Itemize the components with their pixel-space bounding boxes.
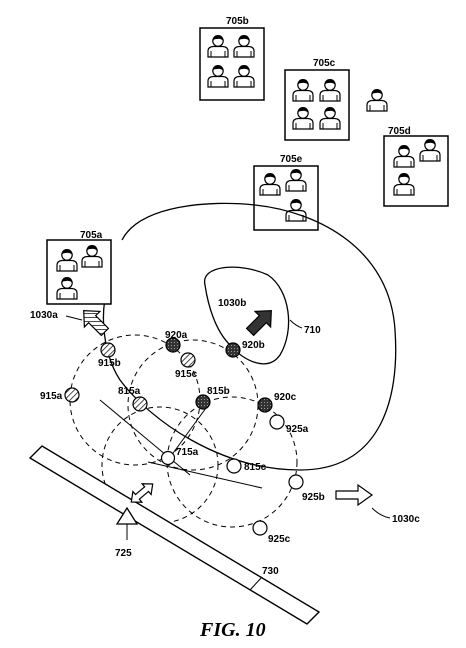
svg-text:915b: 915b	[98, 358, 121, 369]
group-705d: 705d	[384, 126, 448, 206]
arrow-1030b-label: 1030b	[218, 298, 246, 309]
node-920c: 920c	[258, 392, 297, 412]
svg-text:925a: 925a	[286, 424, 309, 435]
group-705b: 705b	[200, 16, 264, 100]
figure-caption: FIG. 10	[199, 619, 266, 641]
node-925a: 925a	[270, 415, 309, 435]
svg-text:920c: 920c	[274, 392, 297, 403]
zone-710-label: 710	[304, 325, 321, 336]
node-920a: 920a	[165, 330, 188, 352]
svg-text:925c: 925c	[268, 534, 291, 545]
node-915c: 915c	[175, 353, 198, 380]
svg-text:815b: 815b	[207, 386, 230, 397]
svg-text:715a: 715a	[176, 447, 199, 458]
svg-text:915a: 915a	[40, 391, 63, 402]
arrow-1030a-label: 1030a	[30, 310, 58, 321]
arrow-1030c-label: 1030c	[392, 514, 420, 525]
wall-730-label: 730	[262, 566, 279, 577]
node-920b: 920b	[226, 340, 265, 357]
group-705a-label: 705a	[80, 230, 103, 241]
group-705a: 705a	[47, 230, 111, 304]
group-705e: 705e	[254, 154, 318, 230]
node-925c: 925c	[253, 521, 291, 545]
node-915b: 915b	[98, 343, 121, 369]
group-705d-label: 705d	[388, 126, 411, 137]
group-705c: 705c	[285, 58, 349, 140]
node-815c: 815c	[227, 459, 267, 473]
node-715a: 715a	[162, 447, 199, 465]
group-705e-label: 705e	[280, 154, 303, 165]
node-815a: 815a	[118, 386, 147, 411]
node-925b: 925b	[289, 475, 325, 503]
zone-710-leader	[290, 320, 302, 328]
svg-text:920a: 920a	[165, 330, 188, 341]
arrow-1030b-icon	[242, 303, 279, 340]
coverage-loop	[103, 203, 395, 470]
group-705c-label: 705c	[313, 58, 336, 69]
arrow-1030c-icon	[336, 485, 372, 505]
svg-text:920b: 920b	[242, 340, 265, 351]
node-915a: 915a	[40, 388, 79, 402]
svg-text:925b: 925b	[302, 492, 325, 503]
lone-person-icon	[367, 89, 387, 111]
svg-text:915c: 915c	[175, 369, 198, 380]
svg-text:815a: 815a	[118, 386, 141, 397]
group-705b-label: 705b	[226, 16, 249, 27]
svg-text:815c: 815c	[244, 462, 267, 473]
device-725-label: 725	[115, 548, 132, 559]
arrow-1030a-icon	[76, 303, 113, 340]
